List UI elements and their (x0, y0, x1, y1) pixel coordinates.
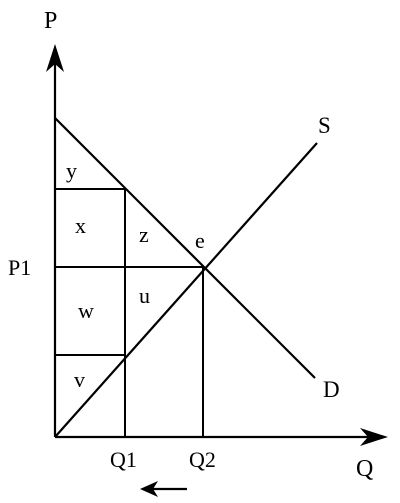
equilibrium-label: e (195, 228, 205, 253)
tick-label-p1: P1 (8, 255, 31, 280)
area-label-x: x (75, 213, 86, 238)
area-label-u: u (139, 283, 150, 308)
area-label-w: w (78, 298, 94, 323)
tick-label-q2: Q2 (189, 447, 216, 472)
supply-curve-label: S (318, 113, 331, 138)
price-axis-label: P (44, 8, 57, 34)
quantity-axis-label: Q (356, 456, 373, 482)
left-arrow-icon (140, 481, 187, 497)
quantity-axis-arrowhead (360, 428, 388, 446)
area-label-v: v (74, 367, 85, 392)
demand-curve-label: D (323, 377, 340, 402)
supply-curve (54, 142, 318, 438)
price-axis-arrowhead (46, 44, 64, 72)
area-label-z: z (139, 222, 149, 247)
tick-label-q1: Q1 (110, 447, 137, 472)
demand-curve (54, 117, 316, 379)
area-label-y: y (66, 158, 77, 183)
